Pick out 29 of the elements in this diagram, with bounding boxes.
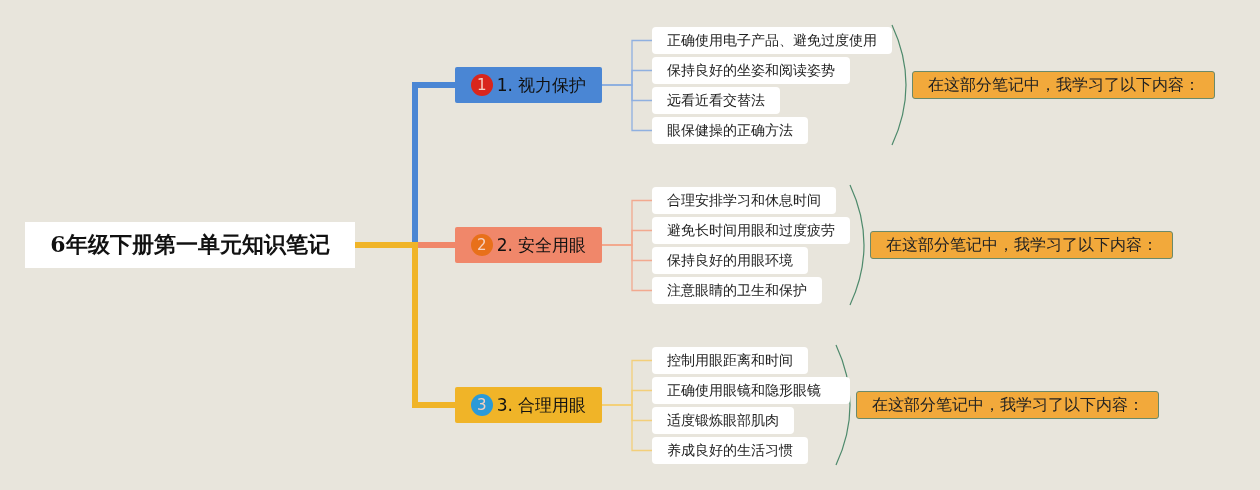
leaf-box: 避免长时间用眼和过度疲劳 (652, 217, 850, 244)
summary-box: 在这部分笔记中，我学习了以下内容： (870, 231, 1173, 259)
topic-text: 3. 合理用眼 (496, 393, 587, 417)
leaf-box: 正确使用眼镜和隐形眼镜 (652, 377, 850, 404)
connector-line (601, 84, 653, 132)
summary-box: 在这部分笔记中，我学习了以下内容： (912, 71, 1215, 99)
connector-line (601, 244, 653, 292)
leaf-box: 保持良好的用眼环境 (652, 247, 808, 274)
leaf-box: 保持良好的坐姿和阅读姿势 (652, 57, 850, 84)
connector-line (601, 404, 653, 452)
number-badge: 3 (470, 394, 493, 416)
leaf-box: 适度锻炼眼部肌肉 (652, 407, 794, 434)
leaf-box: 正确使用电子产品、避免过度使用 (652, 27, 892, 54)
leaf-box: 眼保健操的正确方法 (652, 117, 808, 144)
leaf-box: 注意眼睛的卫生和保护 (652, 277, 822, 304)
topic-text: 1. 视力保护 (496, 73, 587, 97)
topic-box (455, 67, 602, 103)
topic-box (455, 387, 602, 423)
connector-line (355, 242, 455, 408)
leaf-box: 控制用眼距离和时间 (652, 347, 808, 374)
root-title-box: 6年级下册第一单元知识笔记 (25, 222, 355, 268)
topic-box (455, 227, 602, 263)
leaf-box: 养成良好的生活习惯 (652, 437, 808, 464)
summary-box: 在这部分笔记中，我学习了以下内容： (856, 391, 1159, 419)
number-badge: 1 (470, 74, 493, 96)
leaf-box: 合理安排学习和休息时间 (652, 187, 836, 214)
topic-text: 2. 安全用眼 (496, 233, 587, 257)
leaf-box: 远看近看交替法 (652, 87, 780, 114)
number-badge: 2 (470, 234, 493, 256)
